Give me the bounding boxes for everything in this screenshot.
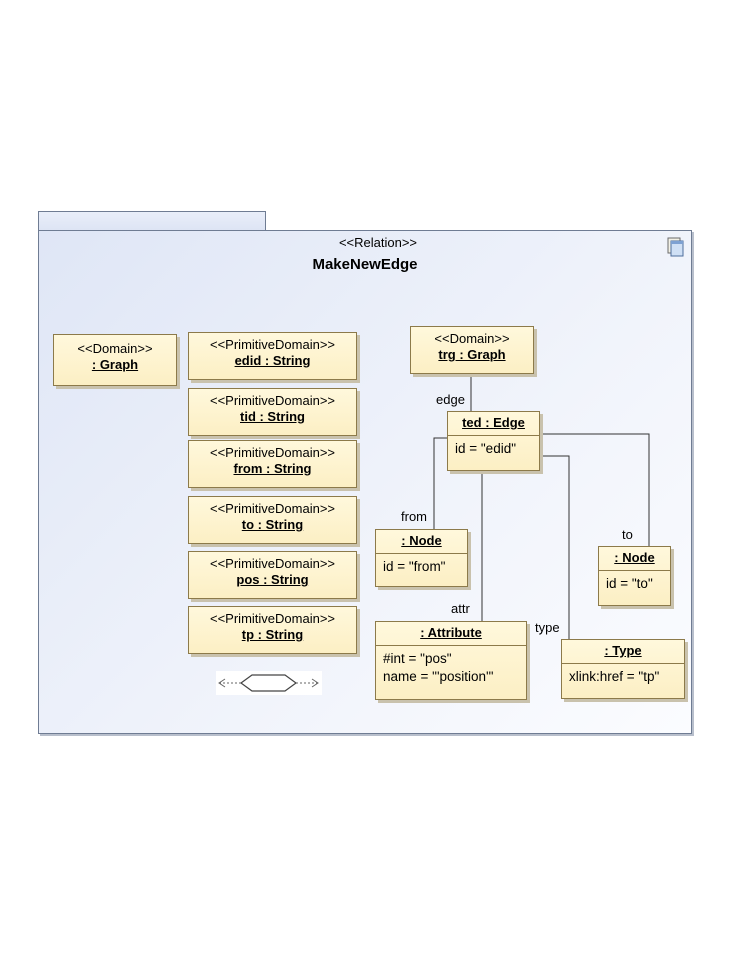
relation-stereotype: <<Relation>>: [338, 235, 418, 250]
domain-stereotype: <<Domain>>: [77, 341, 153, 356]
object-attributes: id = "from": [376, 553, 467, 586]
object-node-to[interactable]: : Node id = "to": [598, 546, 671, 606]
attribute-value: id = "edid": [455, 441, 517, 456]
primitive-domain-stereotype: <<PrimitiveDomain>>: [210, 445, 335, 460]
attribute-value: id = "to": [606, 576, 653, 591]
object-attribute[interactable]: : Attribute #int = "pos" name = "'positi…: [375, 621, 527, 700]
object-name: : Node: [614, 550, 655, 565]
object-attributes: id = "to": [599, 570, 670, 605]
object-edge[interactable]: ted : Edge id = "edid": [447, 411, 540, 471]
link-edge-to: [538, 433, 650, 546]
attribute-value: name = "'position'": [383, 669, 494, 684]
primitive-domain-tp[interactable]: <<PrimitiveDomain>> tp : String: [188, 606, 357, 654]
link-label-to: to: [622, 527, 633, 542]
attribute-value: #int = "pos": [383, 651, 452, 666]
package-tab: [38, 211, 266, 231]
link-label-attr: attr: [451, 601, 470, 616]
primitive-domain-stereotype: <<PrimitiveDomain>>: [210, 393, 335, 408]
link-edge-type: [538, 455, 570, 639]
primitive-domain-name: tp : String: [241, 627, 304, 642]
primitive-domain-name: pos : String: [236, 572, 309, 587]
domain-name: : Graph: [91, 357, 139, 372]
primitive-domain-from[interactable]: <<PrimitiveDomain>> from : String: [188, 440, 357, 488]
object-name: ted : Edge: [462, 415, 525, 430]
documents-icon: [667, 237, 684, 257]
primitive-domain-pos[interactable]: <<PrimitiveDomain>> pos : String: [188, 551, 357, 599]
link-edge-from: [433, 437, 447, 529]
object-node-from[interactable]: : Node id = "from": [375, 529, 468, 587]
diamond-connector-icon: [216, 671, 322, 695]
primitive-domain-name: edid : String: [234, 353, 311, 368]
primitive-domain-edid[interactable]: <<PrimitiveDomain>> edid : String: [188, 332, 357, 380]
object-attributes: id = "edid": [448, 435, 539, 470]
domain-graph[interactable]: <<Domain>> : Graph: [53, 334, 177, 386]
primitive-domain-name: to : String: [241, 517, 304, 532]
object-type[interactable]: : Type xlink:href = "tp": [561, 639, 685, 699]
object-name: : Node: [401, 533, 442, 548]
primitive-domain-name: tid : String: [240, 409, 305, 424]
domain-trg-graph[interactable]: <<Domain>> trg : Graph: [410, 326, 534, 374]
primitive-domain-stereotype: <<PrimitiveDomain>>: [210, 501, 335, 516]
link-label-edge: edge: [436, 392, 465, 407]
domain-name: trg : Graph: [438, 347, 506, 362]
primitive-domain-stereotype: <<PrimitiveDomain>>: [210, 611, 335, 626]
link-label-type: type: [535, 620, 560, 635]
object-attributes: xlink:href = "tp": [562, 663, 684, 698]
attribute-value: xlink:href = "tp": [569, 669, 660, 684]
primitive-domain-stereotype: <<PrimitiveDomain>>: [210, 556, 335, 571]
primitive-domain-tid[interactable]: <<PrimitiveDomain>> tid : String: [188, 388, 357, 436]
domain-stereotype: <<Domain>>: [434, 331, 510, 346]
primitive-domain-name: from : String: [233, 461, 312, 476]
link-label-from: from: [401, 509, 427, 524]
attribute-value: id = "from": [383, 559, 446, 574]
relation-name: MakeNewEdge: [312, 256, 418, 273]
primitive-domain-to[interactable]: <<PrimitiveDomain>> to : String: [188, 496, 357, 544]
object-name: : Type: [604, 643, 642, 658]
object-attributes: #int = "pos" name = "'position'": [376, 645, 526, 699]
primitive-domain-stereotype: <<PrimitiveDomain>>: [210, 337, 335, 352]
object-name: : Attribute: [420, 625, 482, 640]
